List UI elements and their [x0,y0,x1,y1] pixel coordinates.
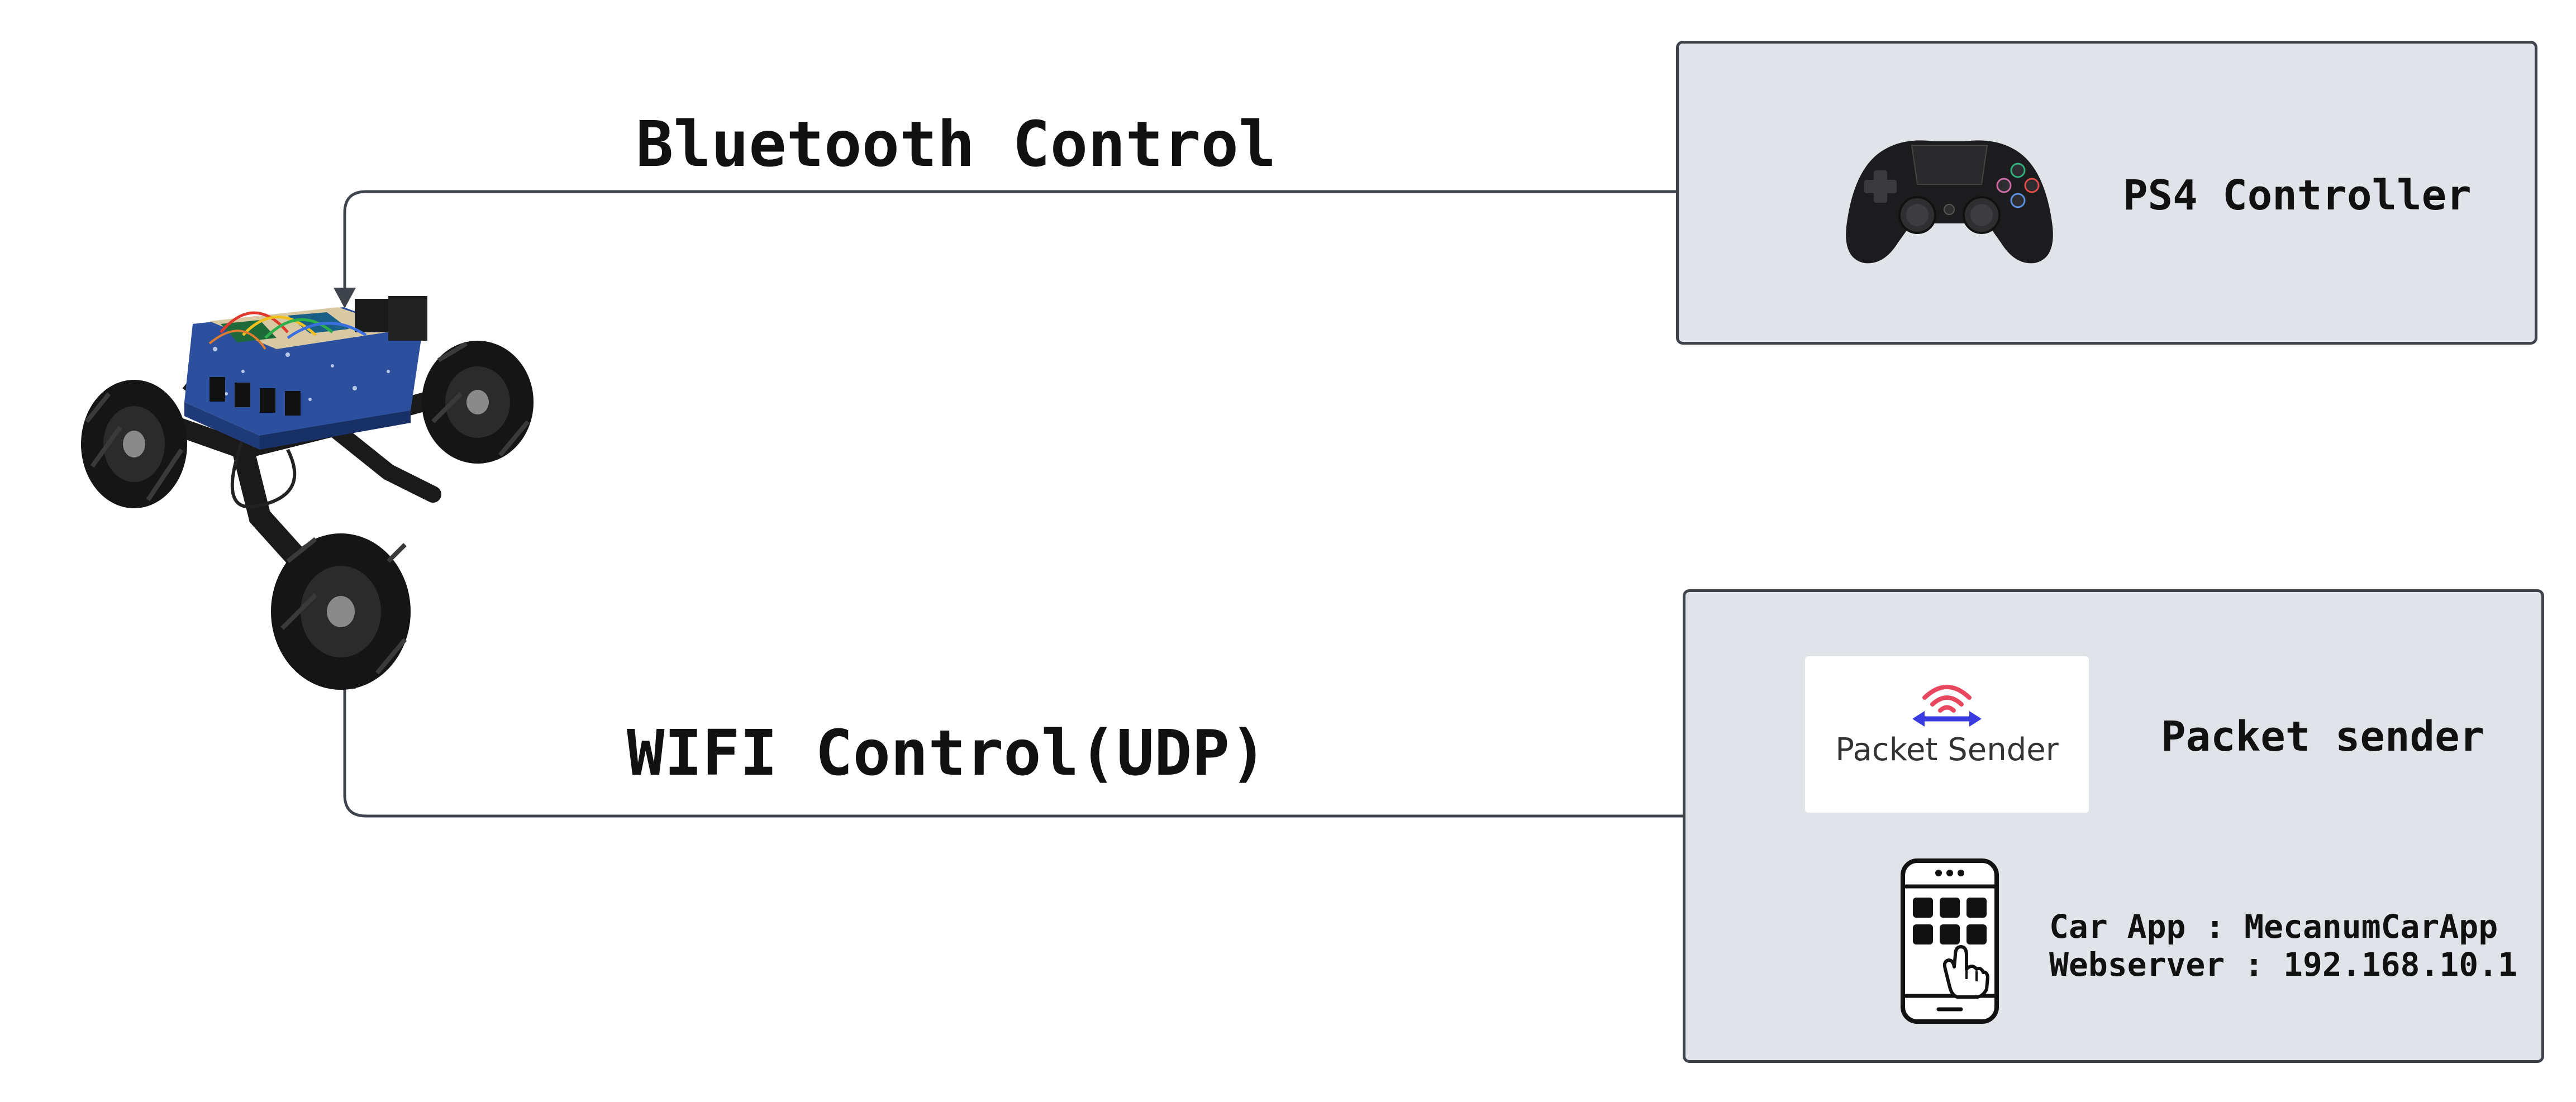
bluetooth-connector [343,190,1676,290]
wifi-connector [343,686,1683,818]
car-app-info: Car App : MecanumCarApp Webserver : 192.… [2049,908,2517,984]
gamepad-icon [1846,140,2053,264]
ps4-controller-label: PS4 Controller [2123,171,2472,220]
ps4-controller-panel: PS4 Controller [1676,41,2537,345]
packet-sender-logo-text: Packet Sender [1835,732,2059,768]
wheel-right [422,341,534,464]
smartphone-app-icon [1901,858,1999,1024]
car-app-line: Car App : MecanumCarApp [2049,908,2498,946]
webserver-line: Webserver : 192.168.10.1 [2049,946,2518,984]
wireless-transfer-icon [1912,685,1982,727]
wheel-left [81,380,187,508]
wifi-control-label: WIFI Control(UDP) [627,717,1268,790]
bluetooth-arrowhead [334,288,356,308]
packet-sender-logo: Packet Sender [1805,656,2089,813]
bluetooth-control-label: Bluetooth Control [636,108,1277,181]
wifi-tools-panel: Packet Sender Packet sender Car App : Me… [1683,589,2544,1063]
mecanum-robot-car-icon [81,296,534,690]
wheel-front [271,533,411,690]
packet-sender-label: Packet sender [2161,713,2485,761]
